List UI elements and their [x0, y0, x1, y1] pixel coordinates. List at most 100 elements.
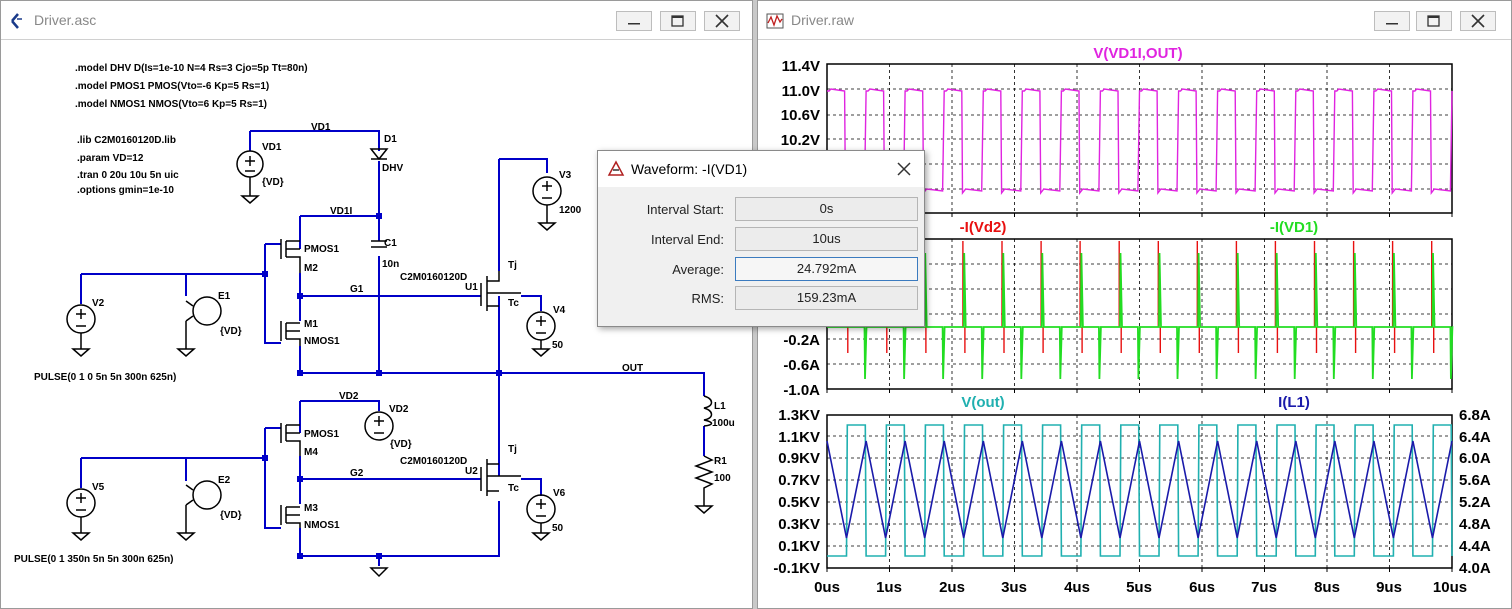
waveform-viewer-icon	[766, 13, 784, 29]
label-nmos1-top: NMOS1	[304, 336, 340, 347]
label-pmos1-bottom: PMOS1	[304, 429, 339, 440]
label-vd2-source: VD2	[389, 404, 409, 415]
minimize-button[interactable]	[616, 11, 652, 31]
directive-options: .options gmin=1e-10	[77, 185, 174, 196]
close-button[interactable]	[1460, 11, 1496, 31]
trace-label-i-l1[interactable]: I(L1)	[1278, 394, 1310, 411]
close-button[interactable]	[704, 11, 740, 31]
label-tj-u1: Tj	[508, 260, 517, 271]
trace-label-i-vd2[interactable]: -I(Vd2)	[960, 219, 1007, 236]
window-title: Driver.asc	[34, 12, 97, 28]
axis-labels: V(VD1I,OUT) 11.4V 11.0V 10.6V 10.2V -I(V…	[773, 45, 1491, 596]
net-vd2: VD2	[339, 391, 359, 402]
net-vd1i: VD1I	[330, 206, 352, 217]
average-row: Average: 24.792mA	[598, 257, 924, 283]
interval-end-field[interactable]: 10us	[735, 227, 918, 251]
tick-label: -1.0A	[783, 382, 820, 399]
close-icon	[715, 14, 729, 28]
tick-label: 1.3KV	[778, 407, 820, 424]
rms-field[interactable]: 159.23mA	[735, 286, 918, 310]
tick-label: 7us	[1251, 579, 1277, 596]
schematic-titlebar[interactable]: Driver.asc	[1, 1, 752, 40]
dialog-title: Waveform: -I(VD1)	[631, 161, 748, 177]
tick-label: -0.6A	[783, 357, 820, 374]
label-tc-u1: Tc	[508, 298, 519, 309]
tick-label: 4.4A	[1459, 538, 1491, 555]
tick-label: 5.2A	[1459, 494, 1491, 511]
label-c1: C1	[384, 238, 397, 249]
junction-dots	[262, 213, 502, 559]
tick-label: 8us	[1314, 579, 1340, 596]
tick-label: -0.1KV	[773, 560, 820, 577]
maximize-icon	[671, 15, 684, 27]
label-l1-value: 100u	[712, 418, 735, 429]
tick-label: 9us	[1376, 579, 1402, 596]
dialog-titlebar[interactable]: Waveform: -I(VD1)	[598, 151, 924, 187]
label-pulse-v5: PULSE(0 1 350n 5n 5n 300n 625n)	[14, 554, 174, 565]
schematic-canvas[interactable]: .model DHV D(Is=1e-10 N=4 Rs=3 Cjo=5p Tt…	[9, 45, 750, 601]
tick-label: 0.5KV	[778, 494, 820, 511]
tick-label: 10us	[1433, 579, 1467, 596]
tick-label: 0.9KV	[778, 450, 820, 467]
maximize-button[interactable]	[660, 11, 696, 31]
label-d1-model: DHV	[382, 163, 403, 174]
tick-label: 5.6A	[1459, 472, 1491, 489]
maximize-icon	[1427, 15, 1440, 27]
directive-pmos: .model PMOS1 PMOS(Vto=-6 Kp=5 Rs=1)	[75, 81, 269, 92]
tick-label: 4.0A	[1459, 560, 1491, 577]
label-v3-value: 1200	[559, 205, 582, 216]
close-icon[interactable]	[894, 159, 914, 179]
tick-label: 10.2V	[781, 132, 820, 149]
label-pulse-v2: PULSE(0 1 0 5n 5n 300n 625n)	[34, 372, 176, 383]
tick-label: 0.3KV	[778, 516, 820, 533]
label-v5: V5	[92, 482, 105, 493]
interval-start-field[interactable]: 0s	[735, 197, 918, 221]
directive-lib: .lib C2M0160120D.lib	[77, 135, 176, 146]
trace-label-vd1i-out[interactable]: V(VD1I,OUT)	[1093, 45, 1182, 62]
tick-label: 1us	[876, 579, 902, 596]
ltspice-icon	[607, 160, 625, 176]
label-v3: V3	[559, 170, 572, 181]
waveform-measure-dialog: Waveform: -I(VD1) Interval Start: 0s Int…	[597, 150, 925, 327]
interval-start-label: Interval Start:	[646, 202, 724, 217]
directive-nmos: .model NMOS1 NMOS(Vto=6 Kp=5 Rs=1)	[75, 99, 267, 110]
label-nmos1-bottom: NMOS1	[304, 520, 340, 531]
tick-label: 4us	[1064, 579, 1090, 596]
minimize-button[interactable]	[1374, 11, 1410, 31]
tick-label: 4.8A	[1459, 516, 1491, 533]
close-icon	[1471, 14, 1485, 28]
waveform-plot-area[interactable]: V(VD1I,OUT) 11.4V 11.0V 10.6V 10.2V -I(V…	[764, 41, 1510, 601]
minimize-icon	[628, 23, 640, 25]
trace-i-l1	[826, 440, 1453, 539]
tick-label: 0us	[814, 579, 840, 596]
label-u2-model: C2M0160120D	[400, 456, 467, 467]
tick-label: 6.4A	[1459, 429, 1491, 446]
directive-param: .param VD=12	[77, 153, 144, 164]
rms-row: RMS: 159.23mA	[598, 286, 924, 312]
trace-label-v-out[interactable]: V(out)	[961, 394, 1004, 411]
label-vd2-value: {VD}	[390, 439, 412, 450]
label-v2: V2	[92, 298, 105, 309]
rms-label: RMS:	[691, 291, 725, 306]
minimize-icon	[1386, 23, 1398, 25]
label-vd1-value: {VD}	[262, 177, 284, 188]
label-r1-value: 100	[714, 473, 731, 484]
label-e2-value: {VD}	[220, 510, 242, 521]
label-m3: M3	[304, 503, 318, 514]
average-field[interactable]: 24.792mA	[735, 257, 918, 281]
tick-label: -0.2A	[783, 332, 820, 349]
waveform-titlebar[interactable]: Driver.raw	[758, 1, 1511, 40]
tick-label: 0.1KV	[778, 538, 820, 555]
trace-i-vd1	[827, 252, 1454, 380]
label-r1: R1	[714, 456, 727, 467]
trace-label-i-vd1[interactable]: -I(VD1)	[1270, 219, 1318, 236]
label-e2: E2	[218, 475, 231, 486]
label-tc-u2: Tc	[508, 483, 519, 494]
maximize-button[interactable]	[1416, 11, 1452, 31]
net-out: OUT	[622, 363, 643, 374]
interval-start-row: Interval Start: 0s	[598, 197, 924, 223]
label-m4: M4	[304, 447, 318, 458]
tick-label: 1.1KV	[778, 429, 820, 446]
net-g1: G1	[350, 284, 364, 295]
tick-label: 3us	[1001, 579, 1027, 596]
